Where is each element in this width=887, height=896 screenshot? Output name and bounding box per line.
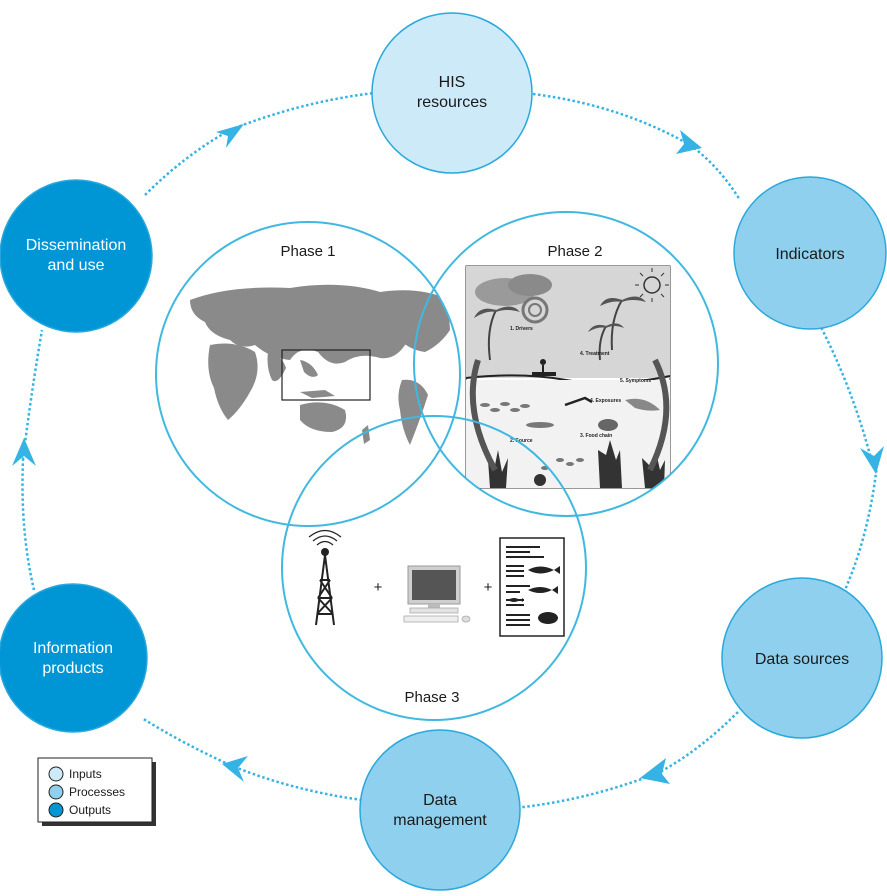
node-dissemination-and-use: Dissemination and use [0,179,153,333]
cycle-arc-11 [229,91,375,132]
phase2-annotation: 5. Symptoms [620,378,651,384]
phase2-annotation: 4. Exposures [590,398,621,404]
arrowhead-icon [640,758,670,784]
cycle-arrows [12,124,884,784]
cycle-arc-5 [514,770,661,810]
phase2-annotation: 2. Source [510,438,533,444]
node-label: Information [33,640,113,657]
node-data-sources: Data sources [721,577,883,739]
map-highlight-box [281,349,371,401]
node-label: Dissemination [26,237,126,254]
phase2-annotation: 1. Drivers [510,326,533,332]
node-data-management: Data management [359,729,521,891]
node-label: products [42,660,103,677]
phase-1-label: Phase 1 [280,243,335,260]
radio-tower-icon [308,529,342,626]
node-information-products: Information products [0,583,148,733]
cycle-arc-1 [532,92,691,147]
cycle-arc-6 [229,763,363,802]
node-label: Indicators [775,246,844,263]
cycle-arc-2 [810,309,872,456]
arrowhead-icon [12,438,36,466]
computer-icon [403,565,471,623]
arrowhead-icon [216,124,244,148]
node-his-resources: HIS resources [371,12,533,174]
arrowhead-icon [222,756,248,782]
arrowhead-icon [676,130,702,154]
phase-2-label: Phase 2 [547,243,602,260]
node-label: resources [417,94,487,111]
phase-3-circle [281,415,587,721]
node-label: and use [48,257,105,274]
cycle-arc-12 [689,143,742,201]
marine-ecosystem-image: 1. Drivers 4. Treatment 5. Symptoms 4. E… [465,265,671,489]
plus-sign: + [484,579,493,596]
cycle-arc-10 [144,128,231,196]
arrowhead-icon [860,446,884,474]
world-map-image [190,284,450,445]
cycle-ring [21,91,880,810]
legend-label: Processes [69,785,125,799]
cycle-arc-3 [836,454,880,606]
node-label: HIS [439,74,466,91]
phase-3-label: Phase 3 [404,689,459,706]
legend: Inputs Processes Outputs [37,757,156,826]
plus-sign: + [374,579,383,596]
fish-document-icon [499,537,565,637]
phase-1-circle [155,221,461,527]
node-label: Data sources [755,651,849,668]
phase-2-circle [413,211,719,517]
legend-item-inputs: Inputs [48,766,102,782]
node-label: Data [423,792,457,809]
legend-label: Inputs [69,767,102,781]
node-label: management [393,812,487,829]
cycle-arc-4 [659,711,739,774]
node-indicators: Indicators [733,176,887,330]
cycle-arc-7 [141,716,231,767]
legend-label: Outputs [69,803,111,817]
cycle-arc-8 [21,459,36,591]
phase-circles [155,211,719,721]
phase2-annotation: 3. Food chain [580,433,612,439]
phase2-annotation: 4. Treatment [580,351,610,357]
cycle-arc-9 [21,329,44,461]
legend-item-processes: Processes [48,784,125,800]
legend-item-outputs: Outputs [48,802,111,818]
